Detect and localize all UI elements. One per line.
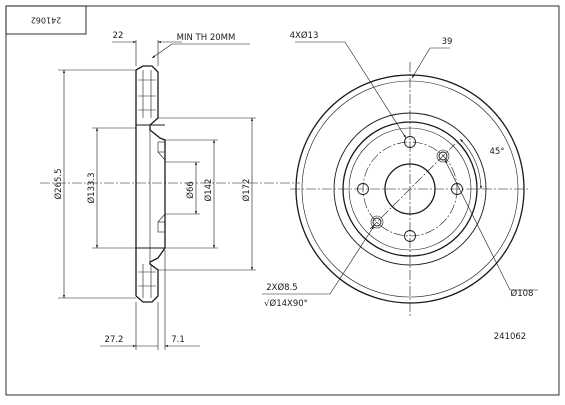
label-pcd: Ø108 <box>511 288 534 299</box>
aux-hole-upper <box>438 151 448 161</box>
dim-min-thickness: MIN TH 20MM <box>177 33 236 43</box>
label-39: 39 <box>442 37 453 47</box>
sheet-border <box>5 5 560 396</box>
dim-hat-diameter: Ø133.3 <box>86 172 97 203</box>
side-view: 22 MIN TH 20MM Ø265.5 Ø133.3 Ø66 Ø142 <box>40 31 300 350</box>
dim-hub-diameter: Ø142 <box>203 179 214 202</box>
stamp-box: 241062 <box>5 5 87 35</box>
disc-outer-edge <box>295 74 525 304</box>
aux-hole-lower <box>372 217 382 227</box>
part-number: 241062 <box>494 332 526 342</box>
dim-thickness-22: 22 <box>113 31 124 41</box>
label-countersink: √Ø14X90° <box>264 298 308 309</box>
front-view: 4XØ13 39 45° Ø108 2XØ8.5 √Ø14X90° <box>262 30 538 318</box>
pcd-circle <box>362 141 458 237</box>
dim-friction-diameter: Ø172 <box>241 179 252 202</box>
center-bore <box>384 163 436 215</box>
dim-hat-7-1: 7.1 <box>171 335 185 345</box>
label-bolt-holes: 4XØ13 <box>290 30 319 41</box>
disc-profile <box>135 65 166 303</box>
label-angle: 45° <box>489 147 504 157</box>
dim-outer-diameter: Ø265.5 <box>53 168 64 199</box>
bolt-hole-left <box>357 183 369 195</box>
dim-height-27-2: 27.2 <box>105 335 124 345</box>
stamp-part-number: 241062 <box>31 16 62 25</box>
friction-inner-edge <box>333 112 487 266</box>
bolt-hole-bottom <box>404 230 416 242</box>
dim-bore-diameter: Ø66 <box>185 181 196 199</box>
label-aux-holes: 2XØ8.5 <box>266 282 297 293</box>
bolt-hole-top <box>404 136 416 148</box>
disc-outer-edge-2 <box>301 80 519 298</box>
